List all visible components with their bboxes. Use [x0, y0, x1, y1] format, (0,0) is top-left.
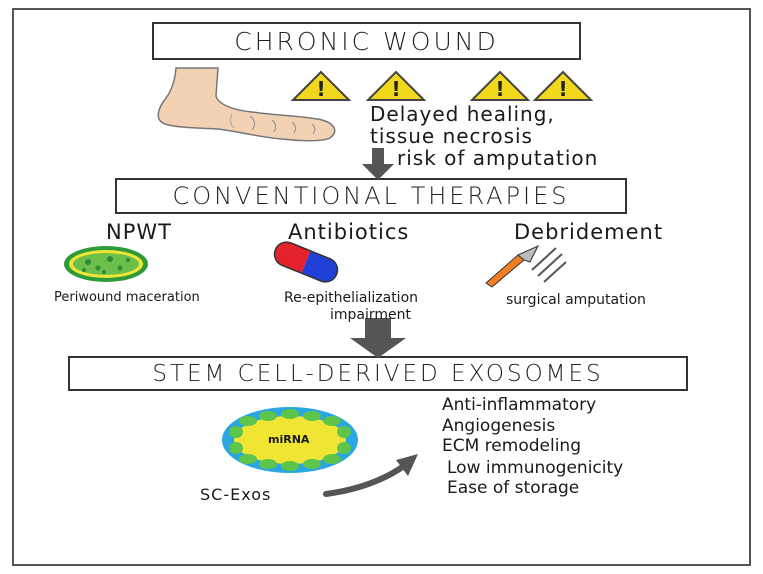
mirna-label: miRNA — [268, 433, 310, 446]
conventional-therapies-title-box: CONVENTIONAL THERAPIES — [115, 178, 627, 214]
chronic-wound-symptom-1: Delayed healing, — [370, 102, 555, 126]
npwt-caption: Periwound maceration — [54, 290, 200, 305]
curved-arrow-icon — [323, 454, 418, 497]
exosome-icon — [222, 407, 358, 473]
npwt-disc-icon — [64, 246, 148, 282]
warning-icon: ! — [365, 70, 427, 101]
exosomes-title-box: STEM CELL-DERIVED EXOSOMES — [68, 356, 688, 391]
figure-frame — [12, 8, 751, 566]
benefit-anti-inflammatory: Anti-inflammatory — [442, 395, 597, 415]
svg-text:!: ! — [391, 77, 400, 101]
antibiotics-caption-line-2: impairment — [330, 307, 412, 323]
warning-icon: ! — [532, 70, 594, 101]
benefit-low-immunogenicity: Low immunogenicity — [447, 458, 624, 478]
svg-text:!: ! — [316, 77, 325, 101]
therapy-heading-npwt: NPWT — [106, 220, 172, 244]
capsule-icon — [273, 241, 339, 283]
exosomes-title: STEM CELL-DERIVED EXOSOMES — [152, 360, 604, 387]
chronic-wound-title-box: CHRONIC WOUND — [152, 22, 581, 60]
benefit-ecm-remodeling: ECM remodeling — [442, 436, 581, 456]
therapy-heading-debridement: Debridement — [514, 220, 664, 244]
benefit-angiogenesis: Angiogenesis — [442, 416, 556, 436]
scalpel-icon — [485, 244, 567, 288]
warning-icon: ! — [290, 70, 352, 101]
warning-icon: ! — [469, 70, 531, 101]
down-arrow-icon — [350, 318, 406, 358]
svg-text:!: ! — [495, 77, 504, 101]
conventional-therapies-title: CONVENTIONAL THERAPIES — [172, 182, 570, 210]
chronic-wound-symptom-3: risk of amputation — [397, 146, 599, 170]
chronic-wound-title: CHRONIC WOUND — [234, 26, 499, 56]
antibiotics-caption-line-1: Re-epithelialization — [284, 290, 419, 306]
sc-exos-label: SC-Exos — [200, 485, 272, 504]
chronic-wound-symptom-2: tissue necrosis — [370, 124, 533, 148]
debridement-caption: surgical amputation — [506, 292, 646, 308]
down-arrow-icon — [362, 148, 394, 180]
therapy-heading-antibiotics: Antibiotics — [288, 220, 410, 244]
foot-icon — [157, 67, 336, 142]
svg-text:!: ! — [558, 77, 567, 101]
benefit-ease-of-storage: Ease of storage — [447, 478, 580, 498]
